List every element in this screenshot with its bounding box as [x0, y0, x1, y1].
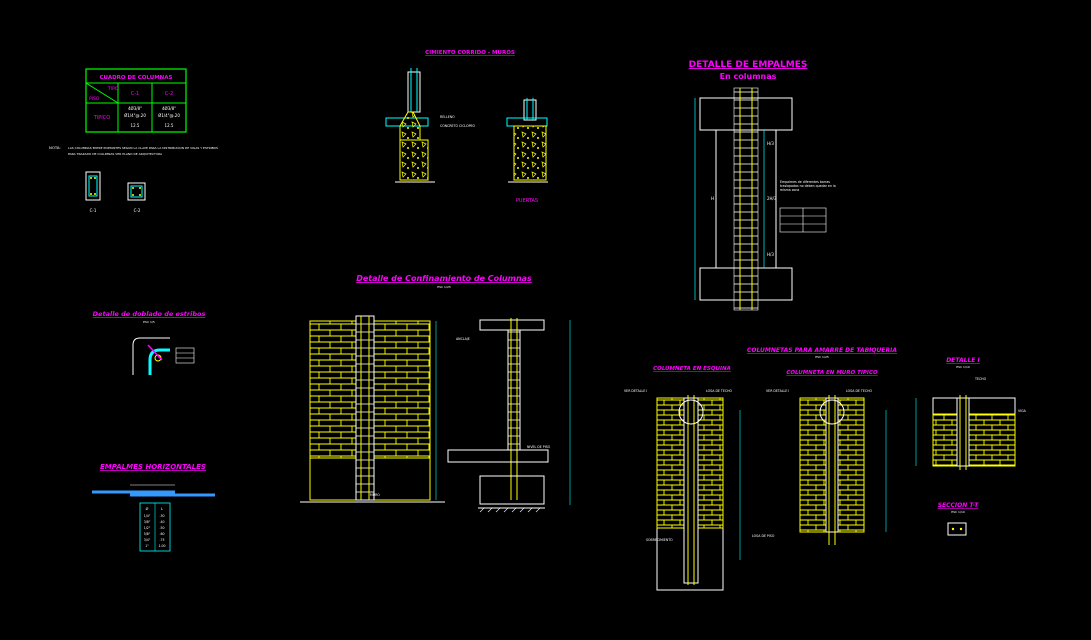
stirrup-title: Detalle de doblado de estribos: [93, 310, 206, 318]
c1-spec-3: 12.5: [131, 123, 140, 128]
h-table-length: .75: [159, 538, 164, 542]
horizontal-splices: EMPALMES HORIZONTALES Ø L 1/4" .30 3/8" .40…: [92, 463, 215, 552]
columneta-sub-1: COLUMNETA EN ESQUINA: [653, 366, 731, 372]
h-table-length: .60: [159, 532, 164, 536]
table-title: CUADRO DE COLUMNAS: [100, 75, 173, 81]
dim-top: H/3: [767, 141, 774, 146]
c2-spec-2: Ø1/4"@.20: [158, 113, 180, 118]
h-table-bar-size: 3/8": [144, 520, 151, 524]
c1-spec-2: Ø1/4"@.20: [124, 113, 146, 118]
columnetas-scale: ESC 1/25: [815, 355, 829, 359]
columnetas-title: COLUMNETAS PARA AMARRE DE TABIQUERIA: [747, 347, 897, 354]
h-table-length: .40: [159, 520, 164, 524]
detail-i: DETALLE I ESC 1/10 TECHO VIGA: [915, 357, 1027, 470]
foundation-title: CIMIENTO CORRIDO - MUROS: [425, 50, 515, 56]
h-table-length: 1.00: [158, 544, 165, 548]
notes-line-1: LAS COLUMNAS ENTRE PORTANTES SEGUN LA CL…: [68, 146, 218, 150]
notes-line-2: PARA TRAZADO DE COLUMNAS VER PLANO DE AR…: [68, 152, 163, 156]
dim-bottom: H/3: [767, 252, 774, 257]
splice-subtitle: En columnas: [720, 72, 777, 81]
losa-2: LOSA DE TECHO: [846, 389, 873, 393]
section-t-t: SECCION T-T ESC 1/10: [938, 502, 979, 536]
splice-title: DETALLE DE EMPALMES: [689, 60, 808, 70]
piso-label: LOSA DE PISO: [752, 534, 775, 538]
h-table-length: .30: [159, 514, 164, 518]
h-table-h2: L: [161, 507, 163, 511]
detail-i-scale: ESC 1/10: [956, 365, 970, 369]
horizontal-title: EMPALMES HORIZONTALES: [100, 463, 206, 471]
section-title: SECCION T-T: [938, 502, 979, 509]
section-label-1: C-1: [90, 208, 97, 213]
losa-1: LOSA DE TECHO: [706, 389, 733, 393]
h-table-length: .50: [159, 526, 164, 530]
h-table-bar-size: 3/4": [144, 538, 151, 542]
puertas-label: PUERTAS: [516, 198, 538, 204]
confinement-title: Detalle de Confinamiento de Columnas: [356, 274, 532, 283]
h-table-bar-size: 1/4": [144, 514, 151, 518]
wall-label: MURO: [370, 493, 380, 497]
h-table-bar-size: 5/8": [144, 532, 151, 536]
c2-spec-3: 12.5: [165, 123, 174, 128]
c1-spec-1: 4Ø3/8": [128, 106, 142, 111]
detail-i-label-2: VIGA: [1018, 409, 1027, 413]
h-table-bar-size: 1": [145, 544, 149, 548]
table-col-2: C-2: [165, 91, 173, 97]
dim-mid: 2H/3: [767, 196, 777, 201]
column-schedule-table: CUADRO DE COLUMNAS TIPO PISO C-1 C-2 TIP…: [85, 68, 187, 133]
concrete-label: CONCRETO CICLOPEO: [440, 124, 476, 128]
confinement-scale: ESC 1/25: [437, 285, 451, 289]
anchor-label: ANCLAJE: [456, 337, 470, 341]
splice-note: Empalmes de diferentes barras traslapada…: [780, 180, 836, 192]
section-scale: ESC 1/10: [951, 510, 965, 514]
tie-columns-detail: COLUMNETAS PARA AMARRE DE TABIQUERIA ESC…: [624, 347, 897, 591]
table-row-label: TIPICO: [93, 115, 111, 121]
h-table-bar-size: 1/2": [144, 526, 151, 530]
table-piso: PISO: [89, 96, 100, 102]
column-confinement-detail: Detalle de Confinamiento de Columnas ESC…: [300, 274, 571, 513]
columneta-sub-2: COLUMNETA EN MURO TIPICO: [786, 370, 878, 376]
section-label-2: C-2: [134, 208, 141, 213]
floor-label: NIVEL DE PISO: [527, 445, 551, 449]
h-table-rows: 1/4" .30 3/8" .40 1/2" .50 5/8" .60 3/4" .75 1" 1.0…: [144, 514, 166, 548]
stirrup-bending-detail: Detalle de doblado de estribos ESC 1/5: [93, 310, 206, 375]
small-column-sections: C-1 C-2: [85, 171, 146, 213]
ver-detalle-2: VER DETALLE I: [766, 389, 789, 393]
splice-detail: DETALLE DE EMPALMES En columnas H/3 2H/3…: [689, 60, 836, 311]
table-col-1: C-1: [131, 91, 139, 97]
notes-label: NOTA:: [49, 145, 61, 150]
stirrup-scale: ESC 1/5: [143, 320, 155, 324]
fill-label: RELLENO: [440, 115, 455, 119]
h-table-h1: Ø: [146, 506, 149, 511]
detail-i-label-1: TECHO: [974, 377, 987, 381]
table-tipo: TIPO: [107, 86, 119, 92]
dim-h: H: [711, 196, 714, 201]
foundation-detail: CIMIENTO CORRIDO - MUROS RELLENO CONCRET…: [385, 50, 548, 204]
sobrecimiento-label: SOBRECIMIENTO: [646, 538, 673, 542]
c2-spec-1: 4Ø3/8": [162, 106, 176, 111]
ver-detalle-1: VER DETALLE I: [624, 389, 647, 393]
detail-i-title: DETALLE I: [946, 357, 980, 364]
general-notes: NOTA: LAS COLUMNAS ENTRE PORTANTES SEGUN…: [49, 145, 218, 156]
